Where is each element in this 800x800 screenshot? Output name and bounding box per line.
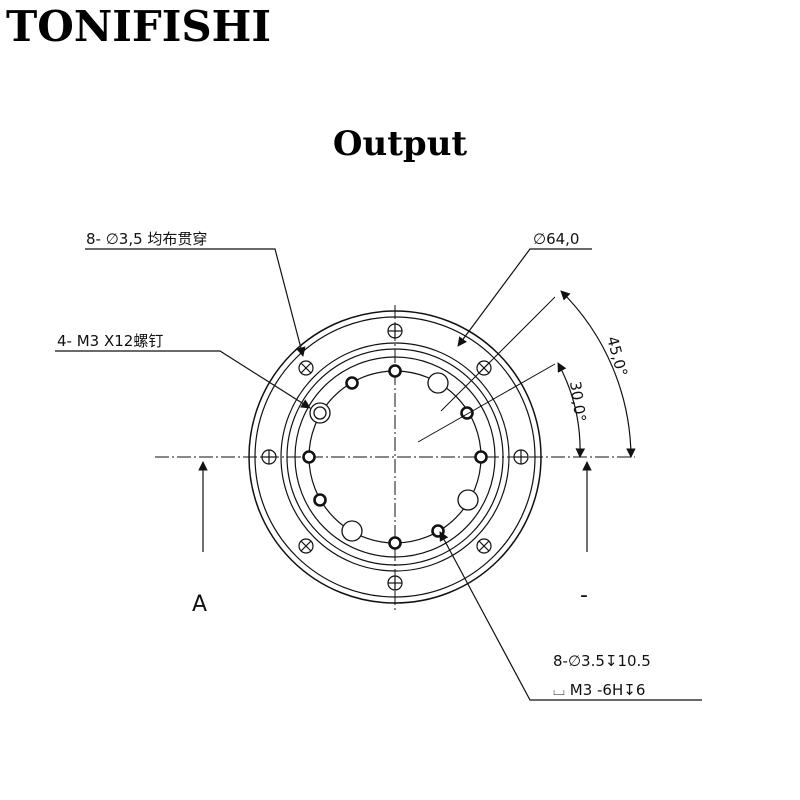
flange-rings [248,310,542,604]
through-hole [261,449,277,465]
angle-30-label: 30,0° [566,380,590,423]
tapped-holes-label: 8-∅3.5↧10.5 [553,652,651,670]
through-hole [476,538,492,554]
angle-dimension-arcs [557,290,636,458]
screws-label: 4- M3 X12螺钉 [57,332,163,350]
leader-lines [55,248,702,701]
thread-spec-label: ⌴ M3 -6H↧6 [553,681,645,699]
outer-diameter-label: ∅64,0 [533,230,579,248]
brand-logo-text: TONIFISHI [6,2,272,51]
tapped-holes [302,364,488,550]
through-holes-label: 8- ∅3,5 均布贯穿 [86,230,207,248]
section-arrows [198,461,592,552]
through-hole [298,360,314,376]
through-hole [387,323,403,339]
angle-reference-lines [417,296,556,443]
through-hole [387,575,403,591]
through-hole [298,538,314,554]
center-lines [155,305,635,610]
through-hole [513,449,529,465]
section-label-right: - [580,583,588,608]
screw-clearance-holes [309,372,479,542]
drawing-title: Output [332,124,468,164]
section-label-left: A [192,592,207,617]
through-holes [261,323,529,591]
